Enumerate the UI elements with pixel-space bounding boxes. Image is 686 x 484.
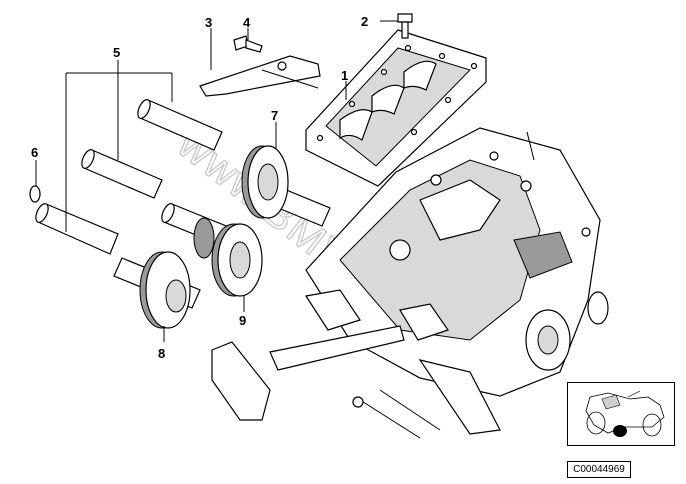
bracket — [199, 55, 321, 97]
callout-4: 4 — [243, 15, 251, 30]
gear-middle — [211, 223, 263, 297]
leader-lines — [35, 20, 398, 342]
gear-upper — [241, 145, 331, 227]
callout-8: 8 — [158, 346, 165, 361]
callout-7: 7 — [271, 108, 278, 123]
motorcycle-locator-icon — [585, 390, 665, 437]
shaft-bottom — [35, 203, 119, 255]
shaft-top — [137, 99, 223, 151]
callout-2: 2 — [361, 14, 368, 29]
callout-3: 3 — [205, 15, 212, 30]
shaft-middle — [81, 149, 163, 199]
bracket-bolt — [233, 35, 263, 53]
callout-9: 9 — [239, 313, 246, 328]
locator-thumbnail — [567, 382, 675, 446]
callout-6: 6 — [31, 145, 38, 160]
document-id-label: C00044969 — [567, 461, 631, 478]
callout-5: 5 — [113, 45, 120, 60]
transmission-housing — [305, 127, 609, 439]
gear-lower — [113, 251, 201, 329]
shift-lever — [211, 325, 405, 421]
cover-plate — [305, 29, 487, 187]
callout-1: 1 — [341, 68, 348, 83]
o-ring — [29, 185, 41, 203]
cover-screw — [397, 13, 413, 39]
